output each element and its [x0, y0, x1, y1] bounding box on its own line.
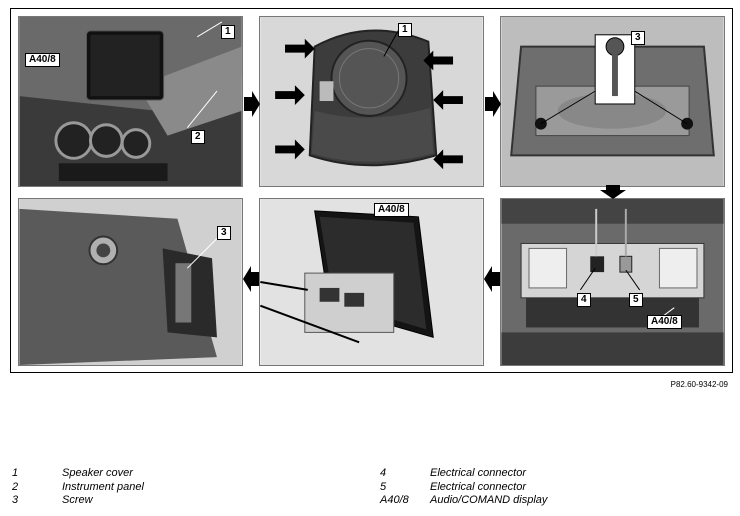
legend-label: Speaker cover: [62, 467, 133, 479]
legend-item: 1 Speaker cover: [12, 467, 144, 481]
legend-key: A40/8: [380, 494, 409, 506]
arrow-left-icon: [484, 266, 500, 292]
callout-3: 3: [217, 226, 231, 240]
legend-label: Audio/COMAND display: [430, 494, 548, 506]
figure-frame: A40/8 1 2 1: [10, 8, 733, 373]
legend-item: 4 Electrical connector: [380, 467, 547, 481]
legend-item: 3 Screw: [12, 494, 144, 508]
callout-4: 4: [577, 293, 591, 307]
legend-label: Electrical connector: [430, 467, 526, 479]
legend-key: 4: [380, 467, 387, 479]
connectors-illustration: [501, 199, 724, 365]
arrow-down-icon: [600, 185, 626, 199]
step2-photo: 1: [259, 16, 484, 187]
arrow-right-icon: [244, 91, 260, 117]
callout-a40-8: A40/8: [374, 203, 409, 217]
step5-photo: A40/8: [259, 198, 484, 366]
callout-1: 1: [398, 23, 412, 37]
callout-a40-8: A40/8: [647, 315, 682, 329]
step3-photo: 3: [500, 16, 725, 187]
legend-key: 3: [12, 494, 19, 506]
step4-photo: 3: [18, 198, 243, 366]
legend-label: Screw: [62, 494, 93, 506]
callout-2: 2: [191, 130, 205, 144]
legend-item: 2 Instrument panel: [12, 481, 144, 495]
legend-label: Electrical connector: [430, 480, 526, 493]
callout-3: 3: [631, 31, 645, 45]
legend-left: 1 Speaker cover 2 Instrument panel 3 Screw: [12, 467, 144, 508]
legend-item: A40/8 Audio/COMAND display: [380, 494, 547, 508]
arrow-right-icon: [485, 91, 501, 117]
legend-label: Instrument panel: [62, 480, 144, 493]
speaker-cover-illustration: [260, 17, 483, 186]
figure-reference-code: P82.60-9342-09: [670, 380, 728, 389]
callout-1: 1: [221, 25, 235, 39]
callout-a40-8: A40/8: [25, 53, 60, 67]
callout-5: 5: [629, 293, 643, 307]
step6-photo: 4 5 A40/8: [500, 198, 725, 366]
dashboard-illustration: [19, 17, 242, 186]
legend-item: 5 Electrical connector: [380, 481, 547, 495]
screw-mount-illustration: [501, 17, 724, 186]
display-removed-illustration: [260, 199, 483, 365]
legend-key: 2: [12, 480, 19, 493]
arrow-left-icon: [243, 266, 259, 292]
legend-key: 5: [380, 480, 387, 493]
step1-photo: A40/8 1 2: [18, 16, 243, 187]
legend-key: 1: [12, 467, 19, 479]
screw-closeup-illustration: [19, 199, 242, 365]
